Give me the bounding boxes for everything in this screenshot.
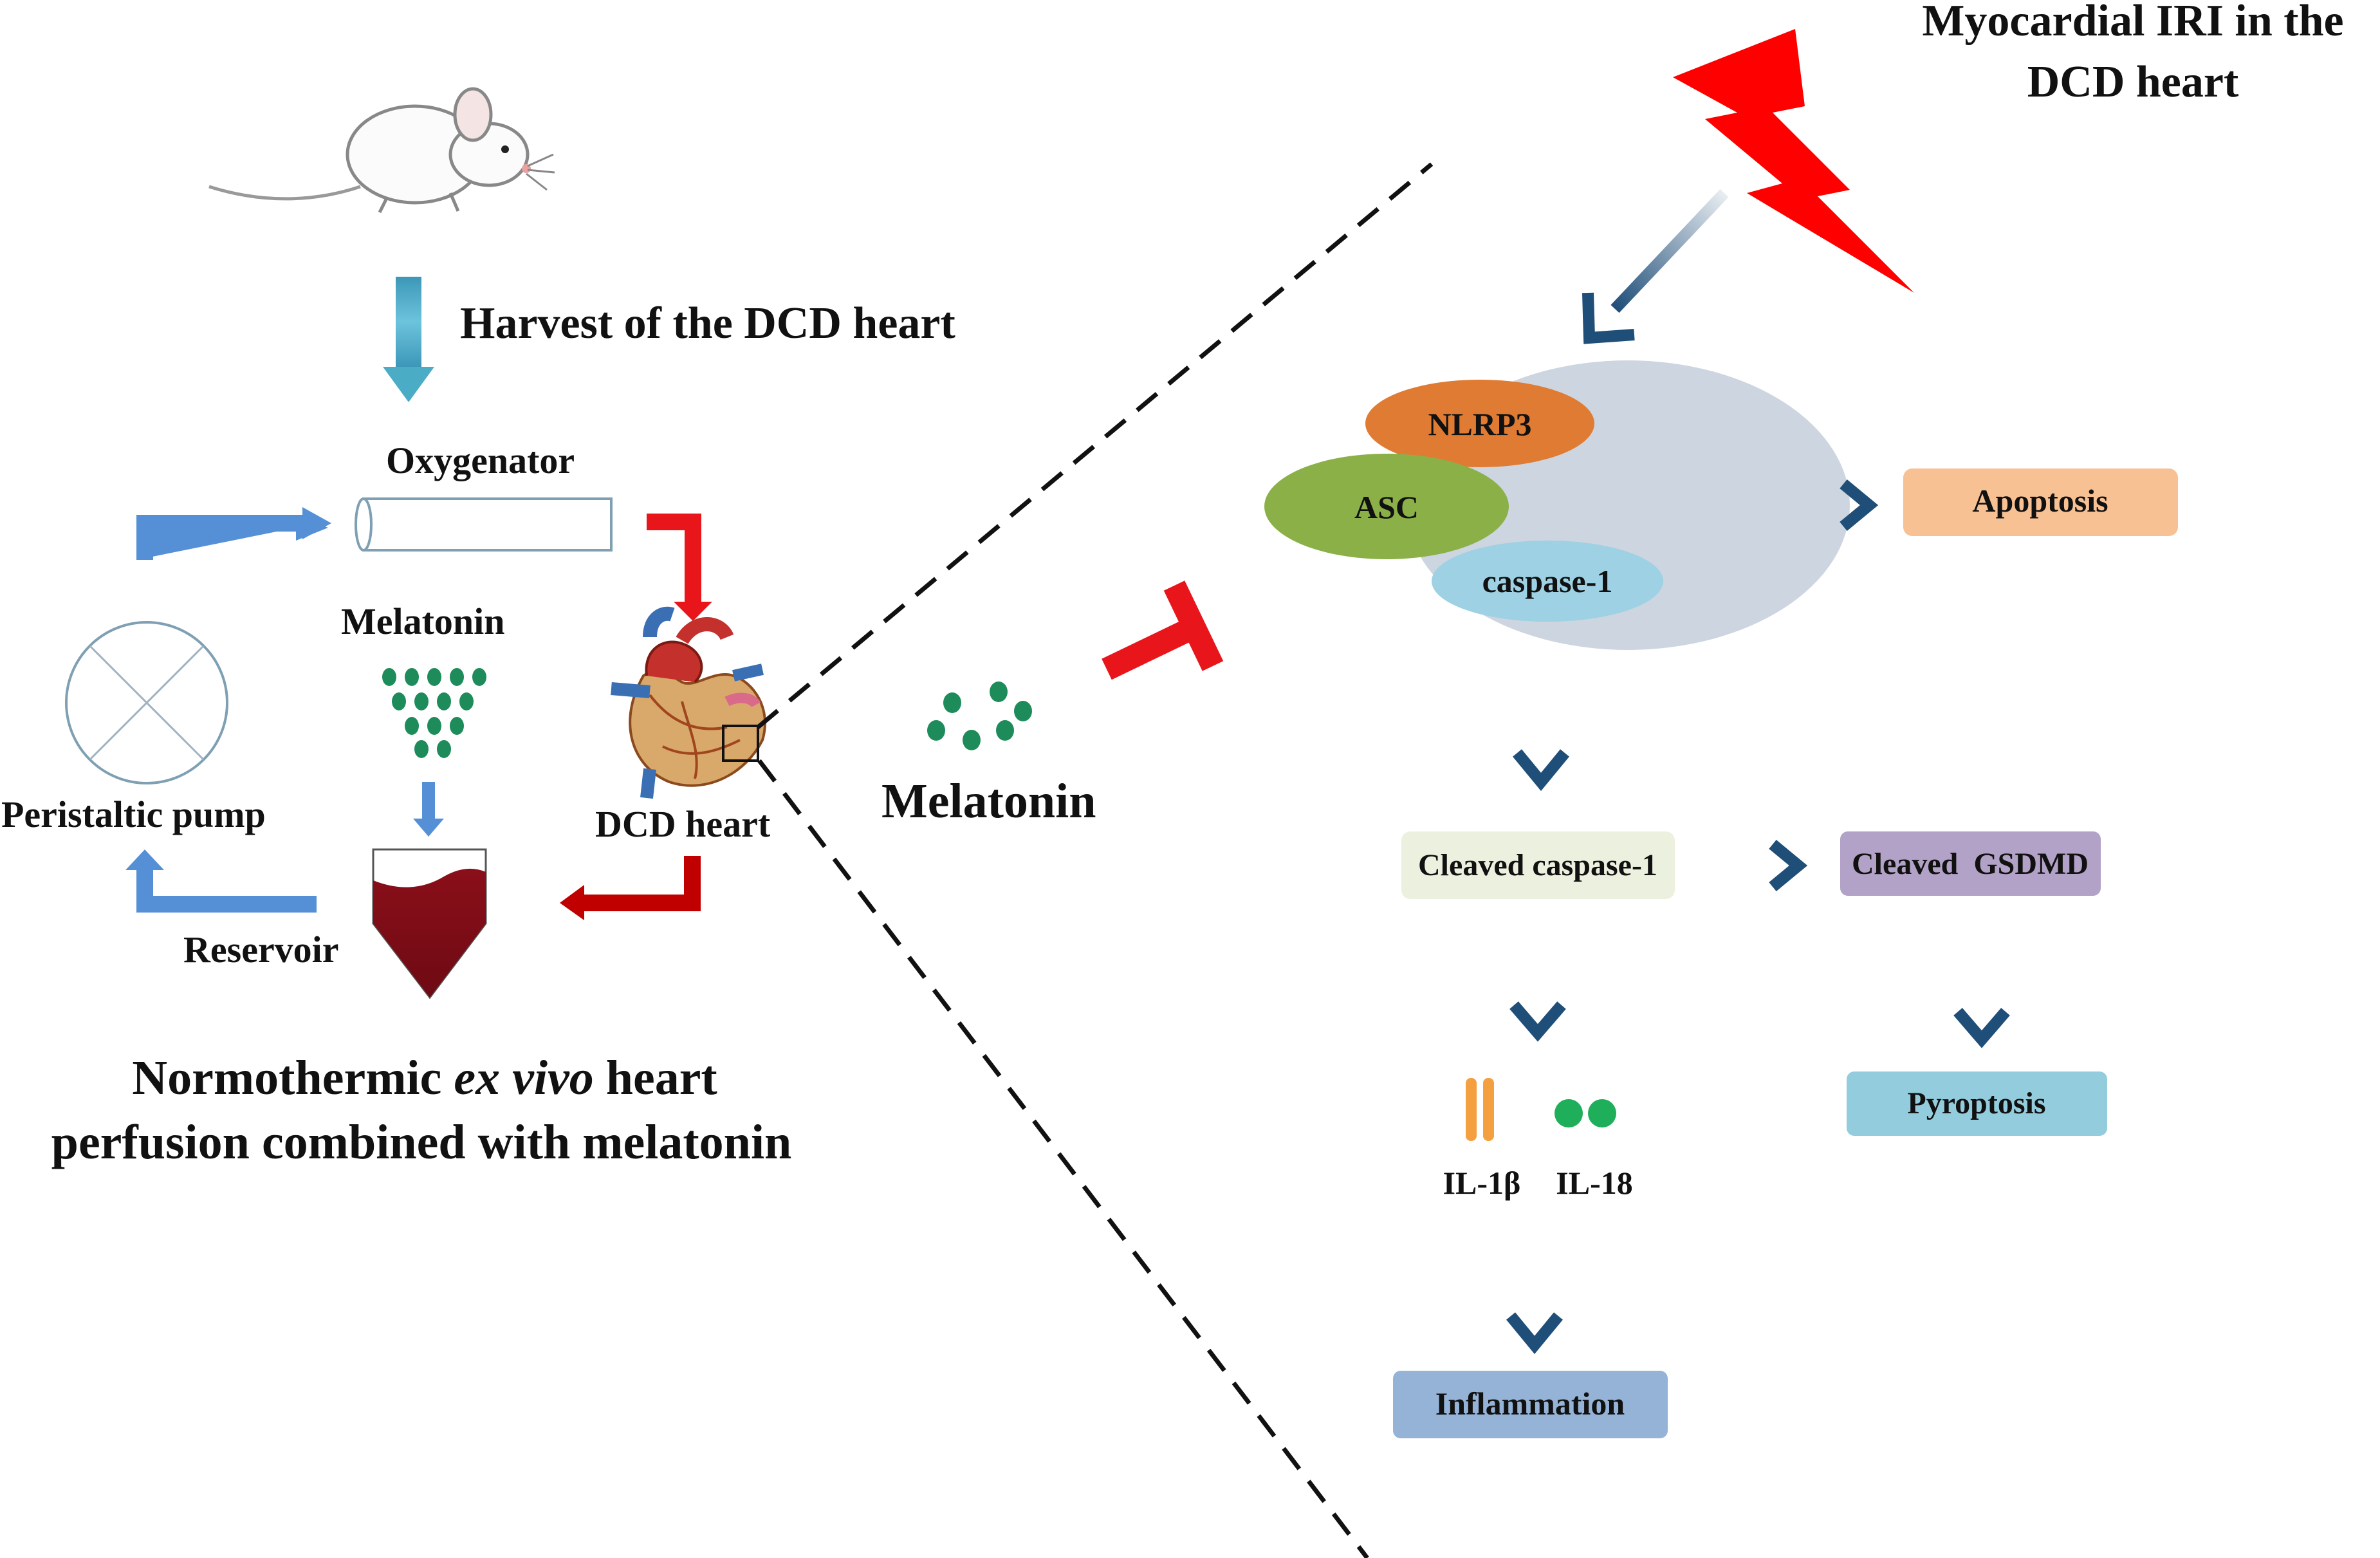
- pump-label: Peristaltic pump: [1, 793, 266, 835]
- asc-label: ASC: [1354, 489, 1419, 525]
- pyroptosis-label: Pyroptosis: [1907, 1086, 2045, 1120]
- caspase1-label: caspase-1: [1482, 563, 1613, 599]
- cleaved-caspase-label: Cleaved caspase-1: [1418, 848, 1657, 882]
- reservoir-to-pump-arrow: [125, 849, 317, 913]
- pyroptosis-box: [1847, 1071, 2107, 1136]
- heart-label: DCD heart: [595, 803, 771, 845]
- peristaltic-pump-icon: [65, 621, 228, 784]
- reservoir-icon: [372, 848, 487, 999]
- melatonin-to-reservoir-arrow: [413, 782, 444, 837]
- harvest-label: Harvest of the DCD heart: [460, 299, 955, 348]
- cleaved-gsdmd-label: Cleaved GSDMD: [1852, 847, 2089, 881]
- melatonin-dots-left: [382, 668, 486, 758]
- asc-node: [1264, 454, 1509, 559]
- caption-line2: perfusion combined with melatonin: [51, 1115, 792, 1169]
- nlrp3-node: [1365, 380, 1594, 467]
- melatonin-dots-center: [927, 682, 1032, 750]
- il1b-icon: [1466, 1078, 1494, 1141]
- caption-line1: Normothermic ex vivo heart: [132, 1051, 717, 1105]
- oxygenator-icon: [355, 497, 613, 552]
- oxygenator-label: Oxygenator: [386, 440, 575, 481]
- gsdmd-to-pyroptosis-arrow: [1953, 911, 2010, 1048]
- pump-to-oxygenator-arrow: [136, 507, 331, 560]
- oxygenator-to-heart-arrow: [647, 514, 712, 621]
- caspase1-node: [1432, 541, 1663, 622]
- heart-to-reservoir-arrow: [560, 856, 701, 920]
- harvest-arrow: [383, 277, 434, 402]
- nlrp3-label: NLRP3: [1428, 406, 1531, 442]
- melatonin-left-label: Melatonin: [341, 600, 505, 642]
- lightning-bolt-icon: [1673, 29, 1914, 293]
- right-title-line1: Myocardial IRI in the: [1922, 0, 2343, 46]
- inflammasome-complex: [1264, 360, 1850, 650]
- apoptosis-box: [1903, 468, 2178, 536]
- inflammation-box: [1393, 1371, 1668, 1438]
- il1b-label: IL-1β: [1443, 1165, 1521, 1201]
- melatonin-center-label: Melatonin: [881, 774, 1096, 828]
- cleaved-caspase-to-cytokines-arrow: [1509, 914, 1566, 1042]
- inflammasome-to-cleaved-caspase-arrow: [1513, 660, 1569, 792]
- right-title-line2: DCD heart: [2027, 57, 2239, 107]
- inflammasome-to-apoptosis-arrow: [1782, 479, 1879, 531]
- cleaved-caspase-to-gsdmd-arrow: [1705, 840, 1808, 891]
- cytokines-to-inflammation-arrow: [1506, 1220, 1563, 1355]
- zoom-line-upper: [756, 162, 1434, 729]
- heart-icon: [611, 606, 766, 799]
- inhibition-symbol: [1102, 580, 1224, 680]
- il18-icon: [1554, 1099, 1616, 1127]
- cleaved-gsdmd-box: [1840, 831, 2101, 896]
- apoptosis-label: Apoptosis: [1972, 483, 2108, 519]
- il18-label: IL-18: [1556, 1165, 1632, 1201]
- mouse-icon: [208, 87, 555, 214]
- injury-to-inflammasome-arrow: [1582, 189, 1729, 344]
- reservoir-label: Reservoir: [183, 929, 339, 970]
- zoom-line-lower: [757, 759, 1369, 1558]
- cleaved-caspase-box: [1401, 831, 1675, 899]
- inflammation-label: Inflammation: [1435, 1386, 1625, 1422]
